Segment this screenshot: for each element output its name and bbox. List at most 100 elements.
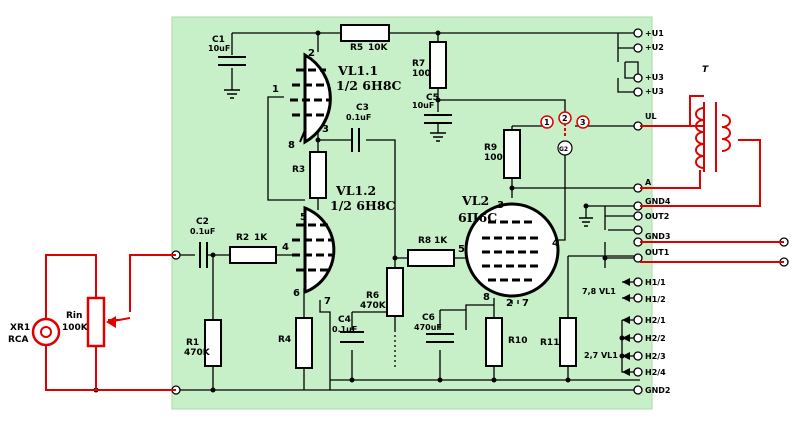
vl2-name: VL2 [461, 193, 489, 208]
heater-note-vl2: 2,7 VL1 [584, 351, 618, 360]
r11-label: R11 [540, 338, 559, 348]
c6-value: 470uF [414, 323, 442, 332]
r5-value: 10K [368, 43, 389, 53]
r9-label: R9 [484, 143, 497, 153]
vl2-pin-2: 2 [506, 298, 513, 309]
vl2-pin-4: 4 [552, 238, 559, 249]
r7-value: 100 [412, 69, 431, 79]
jumper-1: 1 [544, 118, 550, 127]
term-gnd2: GND2 [645, 386, 670, 395]
heater-arrows [622, 278, 630, 376]
term-h23: H2/3 [645, 352, 666, 361]
resistor-r7 [429, 41, 447, 89]
resistor-r11 [559, 317, 577, 367]
vl11-pin-3: 3 [322, 124, 329, 135]
term-u3a: +U3 [645, 73, 664, 82]
vl11-pin-1: 1 [272, 84, 279, 95]
r4-label: R4 [278, 335, 291, 345]
resistor-r8 [407, 249, 455, 267]
xr1-value: RCA [8, 335, 29, 345]
vl2-pin-3: 3 [497, 200, 504, 211]
c2-label: C2 [196, 217, 209, 227]
jumper-2: 2 [562, 114, 568, 123]
vl12-pin-4: 4 [282, 242, 289, 253]
rin-value: 100K [62, 323, 89, 333]
transformer-label: T [702, 65, 709, 75]
vl11-pin-8: 8 [288, 140, 295, 151]
vl2-pin-8: 8 [483, 292, 490, 303]
c3-label: C3 [356, 103, 369, 113]
term-h12: H1/2 [645, 295, 666, 304]
term-a: A [645, 178, 652, 187]
vl2-pin-7: 7 [522, 298, 529, 309]
r9-value: 100 [484, 153, 503, 163]
term-gnd3: GND3 [645, 232, 670, 241]
resistor-r1 [204, 319, 222, 367]
vl2-type: 6П6С [458, 210, 497, 225]
r2-label: R2 [236, 233, 249, 243]
term-ul: UL [645, 112, 657, 121]
resistor-r5 [340, 24, 390, 42]
tube-vl11 [290, 52, 332, 145]
potentiometer-rin [86, 296, 106, 348]
junction-dots [93, 30, 625, 393]
c2-value: 0.1uF [190, 227, 215, 236]
vl11-type: 1/2 6H8C [336, 78, 402, 93]
resistor-r6 [386, 267, 404, 317]
term-u1: +U1 [645, 29, 664, 38]
r7-label: R7 [412, 59, 425, 69]
tube-vl2 [464, 202, 560, 298]
resistor-r9 [503, 129, 521, 179]
term-out2: OUT2 [645, 212, 669, 221]
rin-label: Rin [66, 311, 82, 321]
term-gnd4: GND4 [645, 197, 671, 206]
output-transformer [689, 95, 731, 172]
ground-symbols [224, 89, 593, 227]
r6-label: R6 [366, 291, 379, 301]
resistor-r10 [485, 317, 503, 367]
jumper-g2: G2 [559, 146, 568, 153]
r8-label: R8 [418, 236, 431, 246]
vl12-pin-7: 7 [324, 296, 331, 307]
r5-label: R5 [350, 43, 363, 53]
tube-vl12 [292, 205, 336, 295]
c5-value: 10uF [412, 101, 434, 110]
vl11-pin-2: 2 [308, 48, 315, 59]
vl2-pin-5: 5 [458, 244, 465, 255]
vl12-pin-6: 6 [293, 288, 300, 299]
c5-label: C5 [426, 93, 439, 103]
r2-value: 1K [254, 233, 268, 243]
term-u2: +U2 [645, 43, 664, 52]
r8-value: 1K [434, 236, 448, 246]
vl12-type: 1/2 6H8C [330, 198, 396, 213]
r1-value: 470K [184, 348, 211, 358]
capacitors [199, 56, 454, 343]
r1-label: R1 [186, 338, 199, 348]
resistor-r4 [295, 317, 313, 369]
resistor-r3 [309, 151, 327, 199]
term-u3b: +U3 [645, 87, 664, 96]
c3-value: 0.1uF [346, 113, 371, 122]
term-out1: OUT1 [645, 248, 670, 257]
term-h21: H2/1 [645, 316, 666, 325]
jumper-3: 3 [580, 118, 586, 127]
c4-label: C4 [338, 315, 351, 325]
term-h22: H2/2 [645, 334, 666, 343]
r10-label: R10 [508, 336, 527, 346]
vl12-name: VL1.2 [335, 183, 376, 198]
term-h11: H1/1 [645, 278, 666, 287]
vl12-pin-5: 5 [300, 212, 307, 223]
resistor-r2 [229, 246, 277, 264]
r6-value: 470K [360, 301, 387, 311]
rca-connector [31, 317, 61, 347]
term-h24: H2/4 [645, 368, 666, 377]
c1-label: C1 [212, 35, 225, 45]
heater-note-vl1: 7,8 VL1 [582, 287, 616, 296]
c6-label: C6 [422, 313, 435, 323]
c4-value: 0.1uF [332, 325, 357, 334]
jumper-block [540, 111, 590, 156]
r3-label: R3 [292, 165, 305, 175]
resistors [204, 24, 577, 369]
xr1-label: XR1 [10, 323, 30, 333]
